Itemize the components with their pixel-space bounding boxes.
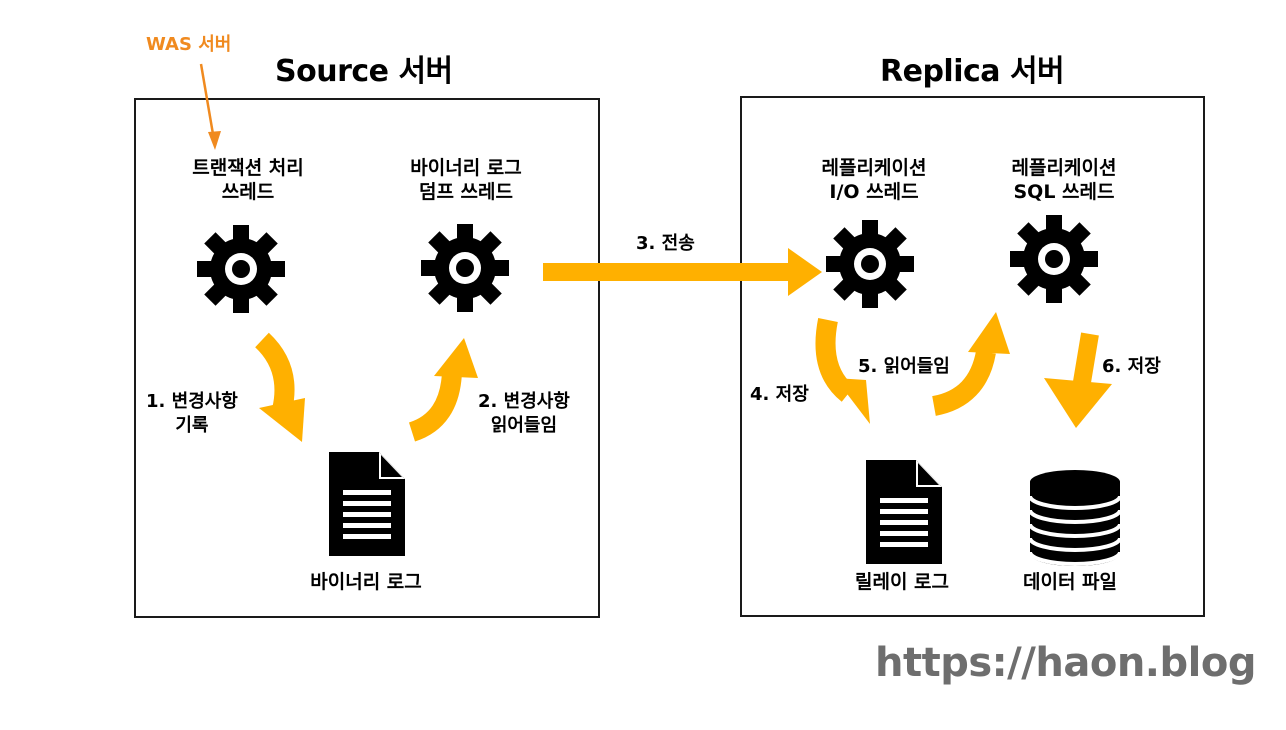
relay-log-label: 릴레이 로그 (854, 571, 949, 593)
source-server-title: Source 서버 (275, 54, 453, 89)
io-thread-label: 레플리케이션 I/O 쓰레드 (821, 157, 927, 203)
step-2-arrow (408, 338, 478, 442)
blog-url: https://haon.blog (875, 640, 1256, 686)
document-icon (329, 452, 405, 556)
step-3-label: 3. 전송 (636, 233, 695, 254)
gear-icon (197, 225, 285, 313)
gear-icon (421, 224, 509, 312)
gear-icon (1010, 215, 1098, 303)
replica-server-title: Replica 서버 (880, 54, 1065, 89)
step-4-label: 4. 저장 (750, 384, 809, 405)
step-5-arrow (931, 312, 1010, 416)
binary-log-label: 바이너리 로그 (310, 571, 422, 593)
step-4-arrow (815, 318, 870, 424)
was-annotation-arrow (199, 63, 221, 150)
data-file-label: 데이터 파일 (1022, 571, 1117, 593)
transaction-thread-label: 트랜잭션 처리 쓰레드 (192, 157, 304, 203)
step-1-arrow (254, 332, 305, 442)
document-icon (866, 460, 942, 564)
step-1-label: 1. 변경사항 기록 (146, 391, 238, 436)
database-icon (1028, 470, 1122, 566)
step-6-arrow (1044, 332, 1112, 428)
sql-thread-label: 레플리케이션 SQL 쓰레드 (1011, 157, 1117, 203)
source-server-box (134, 98, 600, 618)
was-server-annotation: WAS 서버 (146, 34, 232, 55)
step-6-label: 6. 저장 (1102, 356, 1161, 377)
replica-server-box (740, 96, 1205, 617)
binlog-dump-thread-label: 바이너리 로그 덤프 쓰레드 (410, 157, 522, 203)
step-5-label: 5. 읽어들임 (858, 356, 950, 377)
gear-icon (826, 220, 914, 308)
step-3-arrow (543, 248, 822, 296)
step-2-label: 2. 변경사항 읽어들임 (478, 391, 570, 436)
